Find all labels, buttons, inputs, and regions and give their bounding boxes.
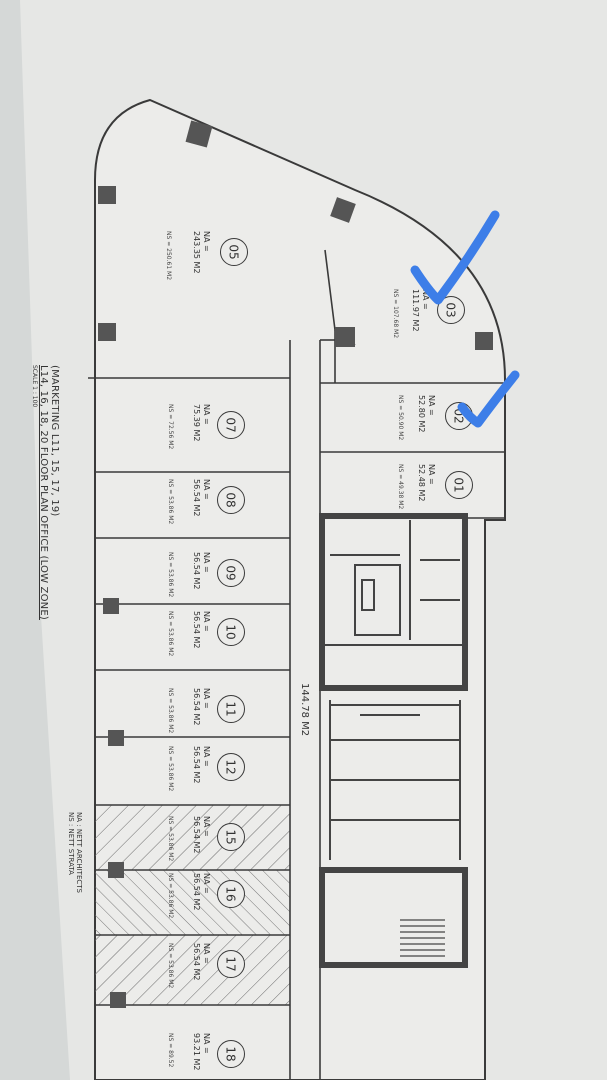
core-walls [319, 513, 468, 968]
stair-treads [400, 919, 445, 957]
unit-number-badge: 17 [217, 950, 245, 978]
core-interior [322, 520, 465, 860]
unit-number-badge: 11 [217, 695, 245, 723]
hatch-unit-15 [95, 805, 290, 870]
unit-number-badge: 09 [217, 559, 245, 587]
unit-number-badge: 07 [217, 411, 245, 439]
west-unit-dividers [88, 340, 291, 1080]
hatch-unit-16 [95, 870, 290, 935]
unit-number-badge: 10 [217, 618, 245, 646]
unit-number-badge: 16 [217, 880, 245, 908]
checkmark-icon [457, 370, 520, 428]
checkmark-icon [410, 210, 500, 305]
unit-number-badge: 08 [217, 486, 245, 514]
unit-number-badge: 01 [445, 471, 473, 499]
unit-number-badge: 05 [220, 238, 248, 266]
unit-number-badge: 18 [217, 1040, 245, 1068]
unit-number-badge: 15 [217, 823, 245, 851]
structural-columns [98, 120, 493, 1008]
unit-number-badge: 12 [217, 753, 245, 781]
hatch-unit-17 [95, 935, 290, 1005]
